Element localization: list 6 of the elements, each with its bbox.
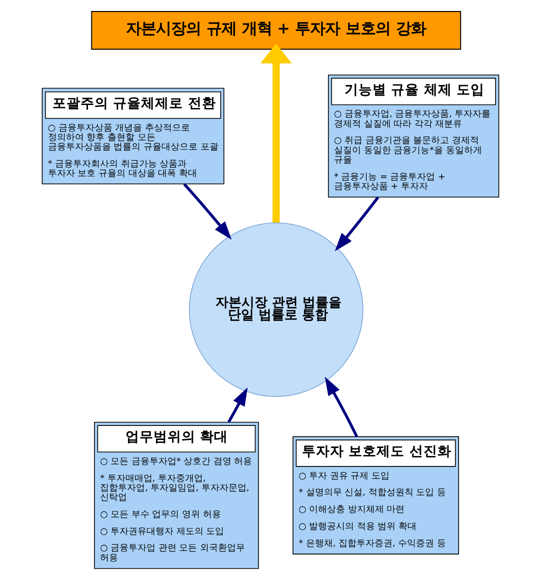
arrow: [260, 43, 292, 223]
node-box: 자본시장의 규제 개혁 + 투자자 보호의 강화: [90, 11, 461, 50]
arrow: [324, 376, 358, 438]
arrow: [334, 196, 379, 252]
arrow: [226, 387, 248, 423]
arrow: [182, 183, 232, 240]
